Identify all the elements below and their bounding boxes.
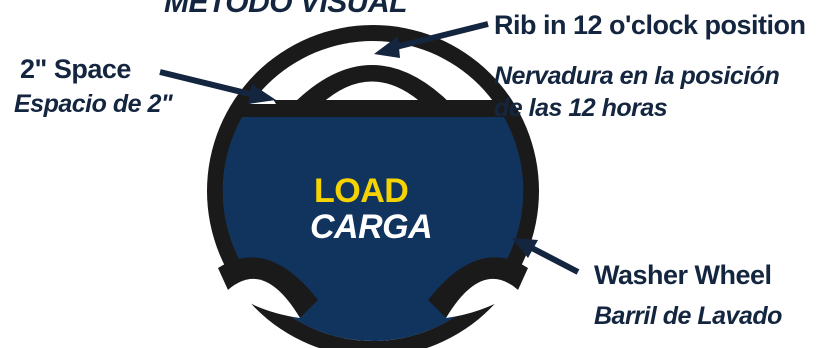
space-label-en: 2" Space <box>20 54 131 84</box>
lower-right-spoke <box>428 257 528 318</box>
upper-spoke-bar <box>240 100 506 117</box>
load-label-es: CARGA <box>310 208 433 246</box>
wheel-label-es: Barril de Lavado <box>594 302 782 330</box>
lower-right-opening <box>446 278 518 318</box>
space-arrow <box>159 69 276 104</box>
diagram-heading: METODO VISUAL <box>164 0 407 19</box>
rib-label-es-1: Nervadura en la posición <box>494 62 780 90</box>
wheel-arrow <box>512 238 580 275</box>
load-label-en: LOAD <box>314 172 409 210</box>
rib-arrow <box>374 21 489 58</box>
wheel-label-en: Washer Wheel <box>594 260 772 290</box>
rib-label-es-2: de las 12 horas <box>494 94 668 122</box>
rib-label-en: Rib in 12 o'clock position <box>494 10 806 40</box>
rib-12-oclock <box>292 65 452 105</box>
space-label-es: Espacio de 2" <box>14 90 173 118</box>
lower-left-opening <box>228 278 300 318</box>
lower-left-spoke <box>218 257 318 318</box>
